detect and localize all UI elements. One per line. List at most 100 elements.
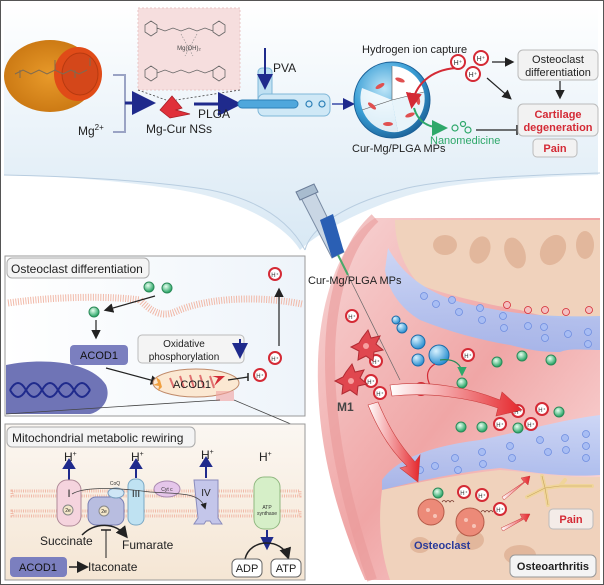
- nerve-icon: [525, 474, 594, 507]
- svg-text:Pain: Pain: [559, 514, 583, 526]
- svg-text:Mitochondrial metabolic rewiri: Mitochondrial metabolic rewiring: [12, 431, 183, 445]
- svg-text:I: I: [67, 488, 70, 500]
- chemical-structure: Mg(OH)₂: [137, 7, 241, 91]
- mg-ion-label: Mg2+: [78, 123, 104, 138]
- proton-pump-arrow: [199, 456, 213, 478]
- cytochrome-c: Cyt c: [153, 480, 181, 498]
- svg-text:2e: 2e: [101, 509, 107, 515]
- nanosheet-label: Mg-Cur NSs: [146, 122, 212, 136]
- svg-text:Cartilage: Cartilage: [534, 109, 581, 121]
- svg-text:H⁺: H⁺: [256, 373, 264, 380]
- dna-icon: [9, 382, 91, 398]
- proton-pump-arrow: [129, 458, 143, 478]
- syringe-icon: [295, 183, 401, 381]
- pain-arrow: [501, 475, 531, 501]
- svg-text:H⁺: H⁺: [538, 407, 546, 414]
- svg-text:H⁺: H⁺: [514, 409, 522, 416]
- cartilage-damage-arrow: [367, 401, 421, 483]
- adp-box: ADP: [231, 558, 263, 578]
- mito-panel-title: Mitochondrial metabolic rewiring: [6, 426, 196, 448]
- nanomedicine-dot: [451, 124, 459, 132]
- atp-box: ATP: [270, 558, 302, 578]
- h-label-complex-IV: H+: [201, 448, 214, 462]
- proton-icon: H⁺: [253, 368, 267, 382]
- svg-text:Cyt c: Cyt c: [161, 487, 173, 493]
- pain-box: Pain: [548, 508, 594, 530]
- svg-text:H+: H+: [64, 450, 77, 464]
- svg-text:H⁺: H⁺: [348, 314, 356, 321]
- oxphos-box: Oxidative phosphorylation: [137, 334, 248, 364]
- pain-arrow: [500, 513, 531, 532]
- osteoclast-label: Osteoclast: [414, 540, 471, 552]
- nanomedicine-balls-joint: [432, 350, 565, 499]
- proton-icon: H⁺: [268, 267, 282, 281]
- mitochondrion: ACOD1: [152, 368, 240, 401]
- nanomedicine-ball: [143, 281, 155, 293]
- microparticle-dot: [391, 315, 401, 325]
- svg-text:ACOD1: ACOD1: [173, 379, 211, 391]
- nanomedicine-dot: [459, 120, 467, 128]
- proton-pump-arrow: [62, 458, 76, 480]
- svg-text:2e: 2e: [65, 508, 71, 514]
- h-label-complex-III: H+: [131, 450, 144, 464]
- svg-text:ACOD1: ACOD1: [80, 350, 118, 362]
- osteoclast-panel-title: Osteoclast differentiation: [6, 257, 150, 279]
- svg-text:H⁺: H⁺: [372, 359, 380, 366]
- mg-oh2-label: Mg(OH)₂: [177, 46, 201, 52]
- microparticle-sphere: [353, 61, 431, 139]
- svg-text:Pain: Pain: [543, 143, 567, 155]
- osteoarthritis-label-box: Osteoarthritis: [509, 554, 597, 578]
- coq: CoQ: [107, 481, 125, 499]
- microparticle-dot: [411, 353, 425, 367]
- complex-I: I 2e: [56, 479, 82, 527]
- osteoclast-cells: [417, 498, 494, 537]
- svg-text:H⁺: H⁺: [464, 353, 472, 360]
- svg-text:ATP: ATP: [276, 563, 297, 575]
- svg-text:Osteoclast: Osteoclast: [532, 54, 584, 66]
- fumarate-label: Fumarate: [122, 538, 174, 552]
- microfluidic-device: [237, 48, 331, 117]
- m1-label: M1: [337, 400, 354, 414]
- succinate-label: Succinate: [40, 534, 93, 548]
- proton-icon: H⁺: [473, 50, 489, 66]
- svg-text:H⁺: H⁺: [376, 391, 384, 398]
- atp-synthase: ATP synthase: [253, 476, 281, 530]
- svg-text:H⁺: H⁺: [469, 72, 478, 79]
- inflammation-arrow: [389, 383, 523, 417]
- svg-text:ACOD1: ACOD1: [19, 562, 57, 574]
- complex-II: 2e: [87, 496, 125, 526]
- svg-text:degeneration: degeneration: [523, 122, 592, 134]
- complex-III: III: [127, 478, 145, 526]
- nanomedicine-label: Nanomedicine: [430, 135, 500, 147]
- succinate-fumarate-arrow: [81, 524, 128, 539]
- microparticle-dot: [410, 334, 426, 350]
- svg-text:H⁺: H⁺: [271, 272, 279, 279]
- complex-IV: IV: [193, 479, 223, 525]
- proton-icon: H⁺: [465, 66, 481, 82]
- hydrogen-capture-label: Hydrogen ion capture: [362, 44, 467, 56]
- plga-label: PLGA: [198, 107, 230, 121]
- adp-to-atp-arrow: [244, 542, 291, 560]
- svg-text:H⁺: H⁺: [271, 356, 279, 363]
- svg-text:CoQ: CoQ: [110, 481, 120, 487]
- nanosheet-icon: [159, 95, 191, 119]
- svg-text:Osteoarthritis: Osteoarthritis: [517, 561, 589, 573]
- acod1-box: ACOD1: [70, 345, 128, 365]
- h-label-complex-I: H+: [64, 450, 77, 464]
- h-label-atp-synthase: H+: [259, 450, 272, 464]
- svg-text:H⁺: H⁺: [478, 493, 486, 500]
- turmeric-image: [4, 40, 102, 112]
- box-osteoclast-differentiation: Osteoclast differentiation: [517, 49, 599, 81]
- nanomedicine-ball: [161, 282, 173, 294]
- itaconate-label: Itaconate: [88, 560, 138, 574]
- svg-text:H+: H+: [131, 450, 144, 464]
- svg-text:H⁺: H⁺: [367, 379, 375, 386]
- injection-label: Cur-Mg/PLGA MPs: [308, 275, 402, 287]
- nanomedicine-dot: [464, 126, 472, 134]
- svg-text:synthase: synthase: [257, 511, 277, 517]
- proton-icon: H⁺: [268, 351, 282, 365]
- svg-text:H⁺: H⁺: [496, 422, 504, 429]
- microparticle-dot: [428, 344, 450, 366]
- nanomedicine-ball: [88, 306, 100, 318]
